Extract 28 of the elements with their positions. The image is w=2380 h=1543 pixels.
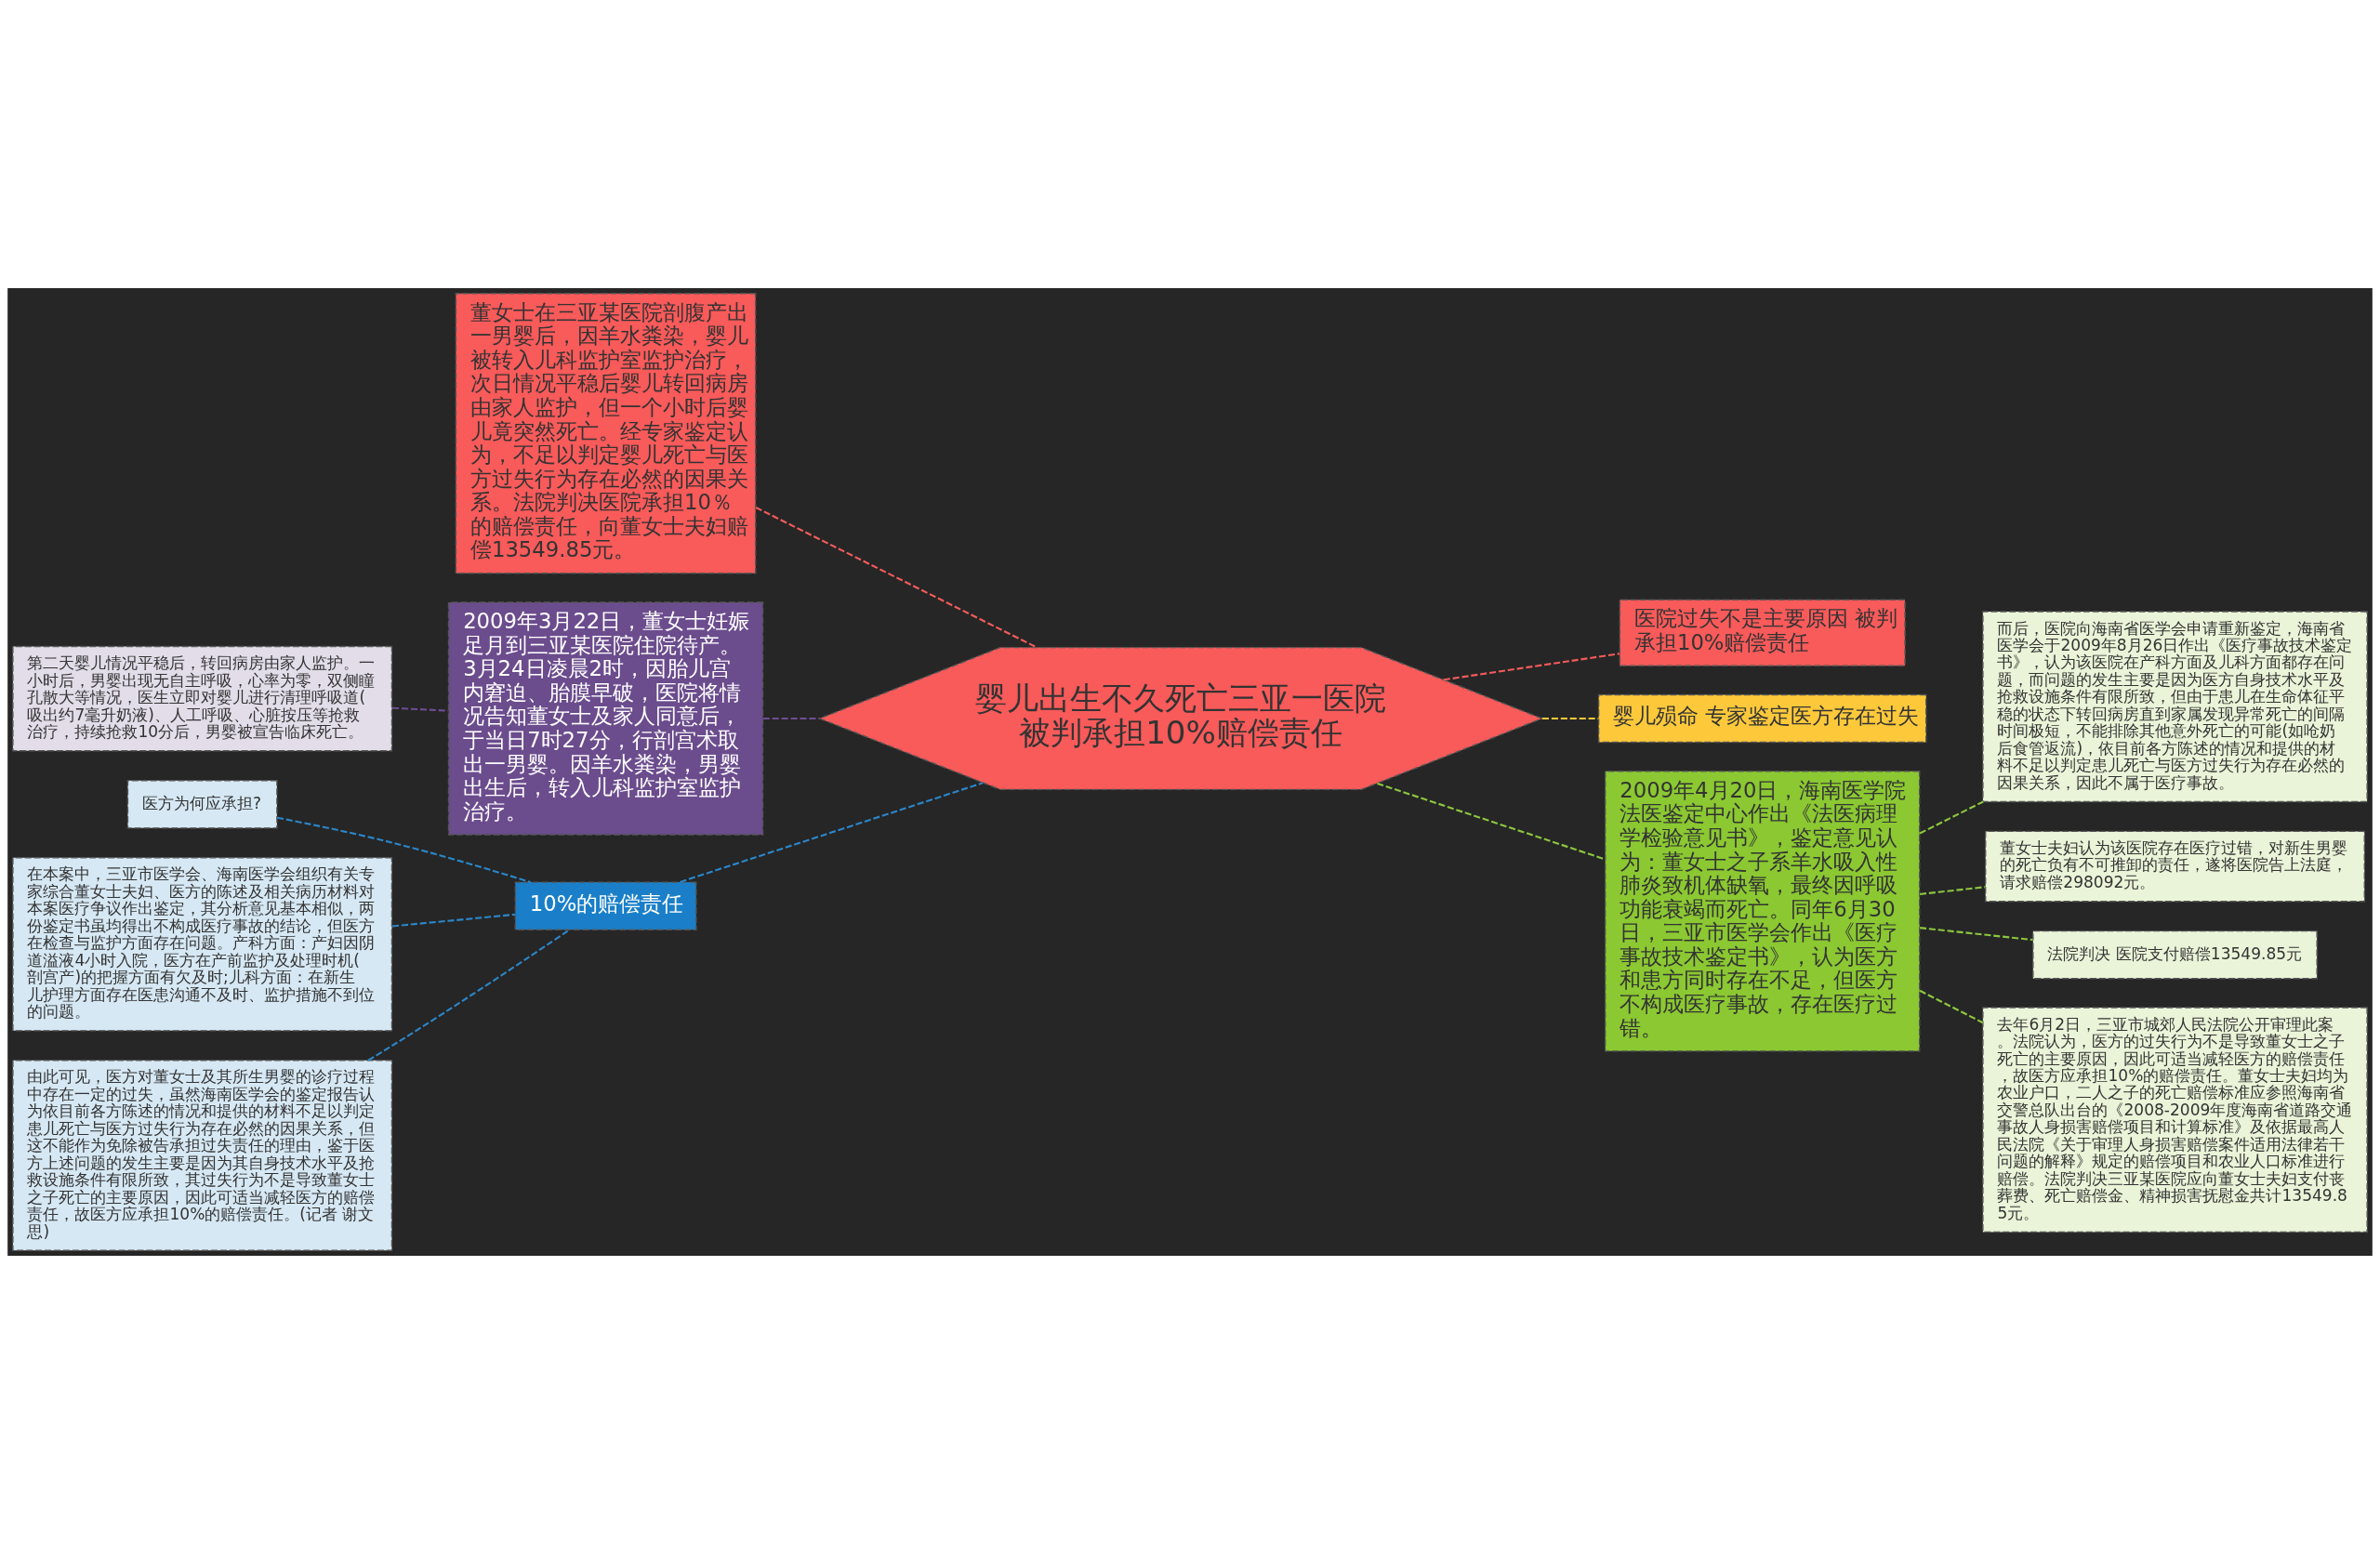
node-box: 去年6月2日，三亚市城郊人民法院公开审理此案。法院认为，医方的过失行为不是导致董女士之子死亡的主要原因，因此可适当减轻医方的赔偿责任，故医方应承担10%的赔偿责任。董女士夫妇均为农业户口，二人之子的死亡赔偿标准应参照海南省交警总队出台的《2008-2009年度海南省道路交通事故人身损害赔偿项目和计算标准》及依据最高人民法院《关于审理人身损害赔偿案件适用法律若干问题的解释》规定的赔偿项目和农业人口标准进行赔偿。法院判决三亚某医院应向董女士夫妇支付丧葬费、死亡赔偿金、精神损害抚慰金共计13549.85元。 — [1982, 1006, 2368, 1233]
connector — [277, 816, 531, 883]
node-box: 医方为何应承担? — [126, 779, 278, 829]
node-box: 第二天婴儿情况平稳后，转回病房由家人监护。一小时后，男婴出现无自主呼吸，心率为零，双侧瞳孔散大等情况，医生立即对婴儿进行清理呼吸道(吸出约7毫升奶液)、人工呼吸、心脏按压等抢救治疗，持续抢救10分后，男婴被宣告临床死亡。 — [12, 645, 393, 751]
node-box: 2009年4月20日，海南医学院法医鉴定中心作出《法医病理学检验意见书》，鉴定意见认为：董女士之子系羊水吸入性肺炎致机体缺氧，最终因呼吸功能衰竭而死亡。同年6月30日，三亚市医学会作出《医疗事故技术鉴定书》，认为医方和患方同时存在不足，但医方不构成医疗事故，存在医疗过错。 — [1605, 770, 1921, 1052]
connector — [680, 781, 984, 883]
node-box: 医院过失不是主要原因 被判承担10%赔偿责任 — [1619, 598, 1906, 666]
node-box: 10%的赔偿责任 — [514, 880, 697, 930]
node-box: 2009年3月22日，董女士妊娠足月到三亚某医院住院待产。3月24日凌晨2时，因胎儿宫内窘迫、胎膜早破，医院将情况告知董女士及家人同意后，于当日7时27分，行剖宫术取出一男婴。因羊水粪染，男婴出生后，转入儿科监护室监护治疗。 — [447, 600, 764, 836]
connector — [391, 913, 516, 927]
connector — [1919, 989, 1984, 1023]
node-box: 董女士在三亚某医院剖腹产出一男婴后，因羊水粪染，婴儿被转入儿科监护室监护治疗，次日情况平稳后婴儿转回病房由家人监护，但一个小时后婴儿竟突然死亡。经专家鉴定认为，不足以判定婴儿死亡与医方过失行为存在必然的因果关系。法院判决医院承担10％的赔偿责任，向董女士夫妇赔偿13549.85元。 — [455, 292, 757, 574]
connector — [762, 717, 820, 719]
connector — [1919, 885, 1986, 895]
node-box: 在本案中，三亚市医学会、海南医学会组织有关专家综合董女士夫妇、医方的陈述及相关病历材料对本案医疗争议作出鉴定，其分析意见基本相似，两份鉴定书虽均得出不构成医疗事故的结论，但医方在检查与监护方面存在问题。产科方面：产妇因阴道溢液4小时入院，医方在产前监护及处理时机(剖宫产)的把握方面有欠及时;儿科方面：在新生儿护理方面存在医患沟通不及时、监护措施不到位的问题。 — [12, 856, 393, 1032]
connector — [367, 928, 571, 1062]
node-box: 婴儿殒命 专家鉴定医方存在过失 — [1597, 693, 1927, 743]
node-box: 由此可见，医方对董女士及其所生男婴的诊疗过程中存在一定的过失，虽然海南医学会的鉴定报告认为依目前各方陈述的情况和提供的材料不足以判定患儿死亡与医方过失行为存在必然的因果关系，但这不能作为免除被告承担过失责任的理由，鉴于医方上述问题的发生主要是因为其自身技术水平及抢救设施条件有限所致，其过失行为不是导致董女士之子死亡的主要原因，因此可适当减轻医方的赔偿责任，故医方应承担10%的赔偿责任。(记者 谢文思) — [12, 1059, 393, 1251]
connector — [1443, 652, 1620, 680]
connector — [1541, 717, 1599, 719]
node-box: 董女士夫妇认为该医院存在医疗过错，对新生男婴的死亡负有不可推卸的责任，遂将医院告上法庭，请求赔偿298092元。 — [1985, 830, 2365, 902]
connector — [1919, 800, 1984, 834]
node-box: 而后，医院向海南省医学会申请重新鉴定，海南省医学会于2009年8月26日作出《医疗事故技术鉴定书》，认为该医院在产科方面及儿科方面都存在问题，而问题的发生主要是因为医方自身技术水平及抢救设施条件有限所致，但由于患儿在生命体征平稳的状态下转回病房直到家属发现异常死亡的间隔时间极短，不能排除其他意外死亡的可能(如呛奶后食管返流)，依目前各方陈述的情况和提供的材料不足以判定患儿死亡与医方过失行为存在必然的因果关系，因此不属于医疗事故。 — [1982, 610, 2368, 802]
connector — [1919, 926, 2033, 941]
connector — [755, 506, 1038, 648]
node-box: 法院判决 医院支付赔偿13549.85元 — [2032, 930, 2318, 979]
connector — [1377, 782, 1606, 860]
connector — [391, 706, 449, 712]
